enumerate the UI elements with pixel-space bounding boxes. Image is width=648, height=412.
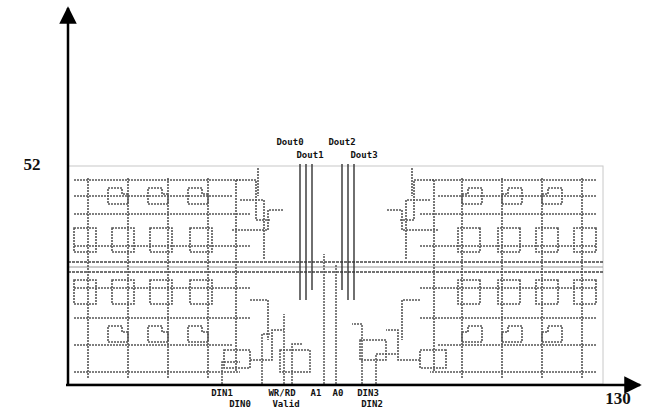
pin-label: WR/RD (268, 389, 295, 398)
pin-label: DIN3 (357, 389, 379, 398)
axis-value: 52 (24, 156, 41, 173)
pin-label: Dout0 (276, 138, 303, 147)
axis-value: 130 (605, 390, 631, 407)
pin-label: Dout3 (350, 151, 377, 160)
pin-label: A1 (311, 389, 322, 398)
pin-label: Dout2 (328, 138, 355, 147)
pin-label: Valid (272, 400, 299, 409)
pin-label: DIN2 (361, 400, 383, 409)
pin-label: DIN0 (229, 400, 251, 409)
pin-label: Dout1 (296, 151, 323, 160)
pin-label: DIN1 (211, 389, 233, 398)
pin-label: A0 (333, 389, 344, 398)
